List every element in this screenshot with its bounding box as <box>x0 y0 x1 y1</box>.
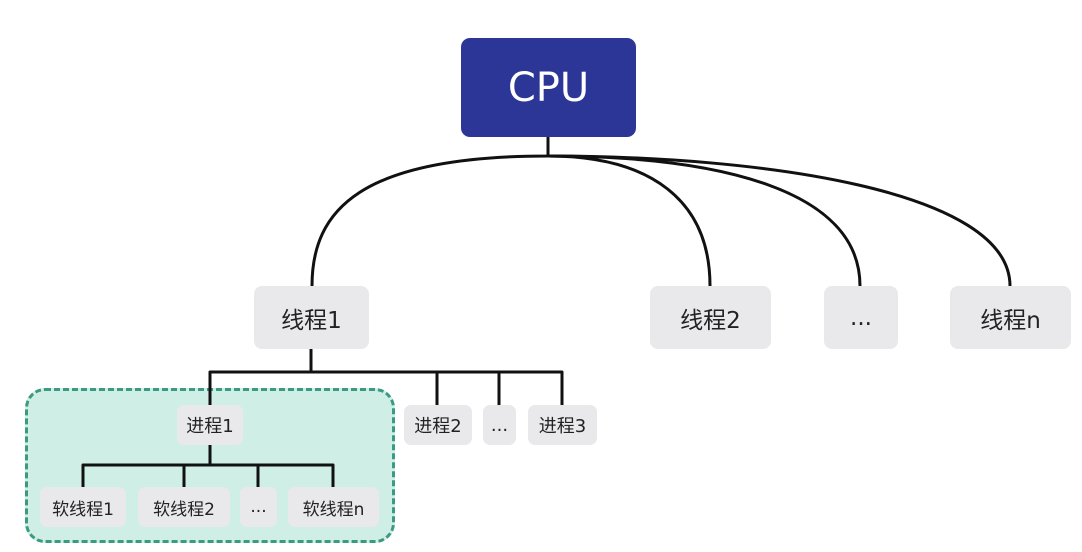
connector-cpu-threadn <box>546 154 1012 288</box>
connector-cpu-thread2 <box>546 154 712 288</box>
process-node-2: 进程2 <box>404 405 472 445</box>
thread-node-ellipsis: ... <box>824 286 898 349</box>
process-node-1: 进程1 <box>177 405 243 445</box>
thread-node-1: 线程1 <box>254 286 369 349</box>
process-node-ellipsis: ... <box>483 405 516 445</box>
process-node-3: 进程3 <box>528 405 597 445</box>
connector-thread1-processes <box>208 347 564 407</box>
cpu-node: CPU <box>461 38 636 137</box>
soft-thread-node-2: 软线程2 <box>138 487 230 527</box>
soft-thread-node-n: 软线程n <box>288 487 379 527</box>
connector-process1-softthreads <box>81 443 335 489</box>
connector-cpu-thread1 <box>310 135 550 288</box>
thread-node-n: 线程n <box>950 286 1071 349</box>
soft-thread-node-ellipsis: ... <box>240 487 277 527</box>
thread-node-2: 线程2 <box>650 286 771 349</box>
soft-thread-node-1: 软线程1 <box>40 487 126 527</box>
